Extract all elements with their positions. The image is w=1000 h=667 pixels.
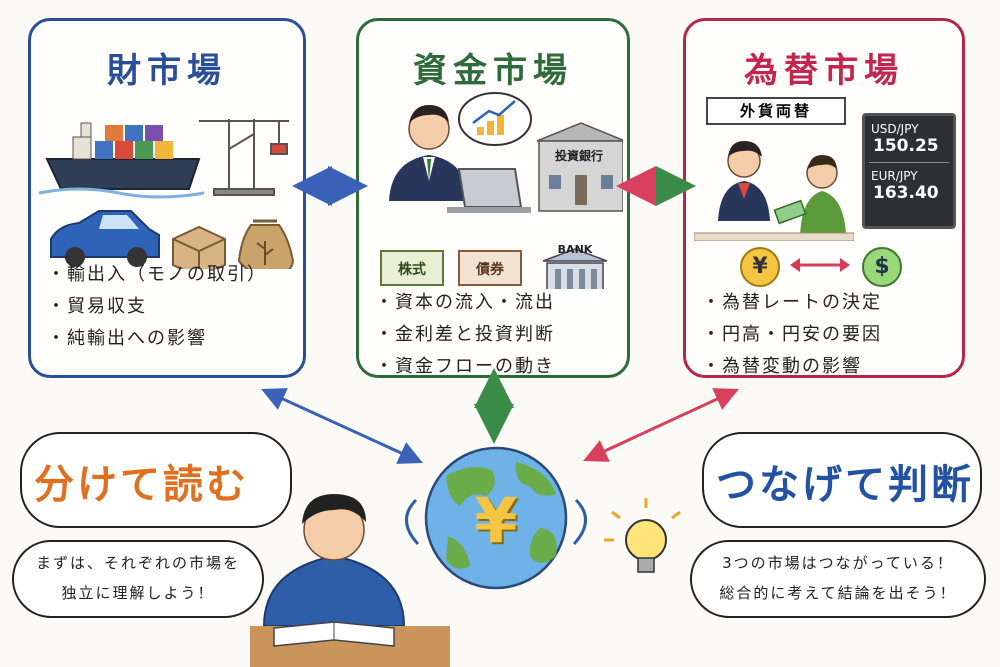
globe-icon	[424, 446, 568, 590]
money-illustration	[380, 92, 623, 289]
customer-icon	[800, 155, 846, 235]
left-note-bubble	[12, 540, 264, 618]
lightbulb-icon	[604, 498, 681, 573]
left-note-line: まずは、それぞれの市場を	[35, 554, 240, 572]
fx-bullet: 円高・円安の要因	[702, 319, 882, 351]
growth-chart-bubble-icon	[458, 92, 532, 146]
fx-market-panel: 為替市場 外貨両替 USD/JPY 150.25 EUR/JPY 163.40 …	[683, 18, 965, 378]
fx-bullet: 為替レートの決定	[702, 287, 882, 319]
grain-sack-icon	[237, 219, 295, 269]
money-bullet: 金利差と投資判断	[375, 319, 555, 351]
right-note: 3つの市場はつながっている！ 総合的に考えて結論を出そう！	[694, 548, 982, 608]
stock-label: 株式	[398, 262, 426, 278]
goods-market-title: 財市場	[107, 51, 227, 91]
goods-bullet-list: 輸出入（モノの取引） 貿易収支 純輸出への影響	[47, 259, 267, 355]
bank-building-icon	[542, 248, 608, 289]
yen-coin-icon: ¥	[740, 247, 780, 287]
clerk-icon	[718, 141, 770, 221]
laptop-icon	[447, 168, 531, 213]
dollar-coin-icon: $	[862, 247, 902, 287]
rate-pair: USD/JPY	[871, 122, 919, 136]
bond-certificate-icon	[458, 250, 522, 286]
right-heading-cloud	[702, 432, 982, 528]
left-heading-cloud	[20, 432, 292, 528]
rate-value: 163.40	[873, 183, 939, 203]
open-notebook-icon	[273, 621, 395, 647]
goods-center-arrow	[261, 388, 423, 464]
left-note: まずは、それぞれの市場を 独立に理解しよう！	[18, 548, 258, 608]
right-note-line: 3つの市場はつながっている！	[722, 554, 954, 572]
goods-bullet: 純輸出への影響	[47, 323, 267, 355]
money-bullet: 資本の流入・流出	[375, 287, 555, 319]
bank-sign: 投資銀行	[554, 149, 603, 163]
exchange-counter-sign: 外貨両替	[706, 97, 846, 125]
investment-bank-building-icon	[536, 122, 623, 212]
stock-certificate-icon	[380, 250, 444, 286]
goods-bullet: 貿易収支	[47, 291, 267, 323]
money-market-panel: 資金市場	[356, 18, 630, 378]
goods-market-panel: 財市場	[28, 18, 306, 378]
money-market-title: 資金市場	[413, 51, 573, 91]
port-crane-icon	[199, 119, 289, 196]
rate-pair: EUR/JPY	[871, 169, 918, 183]
fx-center-arrow	[583, 388, 739, 462]
left-note-line: 独立に理解しよう！	[61, 584, 215, 602]
rate-value: 150.25	[873, 136, 939, 156]
center-yen-symbol: ¥	[474, 484, 518, 557]
bank-label: BANK	[557, 243, 593, 256]
banknote-icon	[773, 199, 807, 225]
fx-market-title: 為替市場	[744, 51, 904, 91]
cargo-ship-icon	[39, 122, 205, 199]
left-heading: 分けて読む	[34, 462, 249, 508]
right-heading: つなげて判断	[716, 462, 974, 508]
bond-label: 債券	[476, 262, 504, 278]
goods-illustration	[39, 119, 295, 269]
rate-board: USD/JPY 150.25 EUR/JPY 163.40	[862, 113, 956, 229]
cycle-arrow-icon	[405, 498, 587, 546]
goods-bullet: 輸出入（モノの取引）	[47, 259, 267, 291]
businessman-icon	[389, 105, 469, 201]
fx-bullet-list: 為替レートの決定 円高・円安の要因 為替変動の影響	[702, 287, 882, 383]
exchange-counter-illustration	[694, 141, 854, 241]
exchange-double-arrow-icon	[790, 258, 850, 272]
right-note-bubble	[690, 540, 986, 618]
right-note-line: 総合的に考えて結論を出そう！	[719, 584, 957, 602]
fx-bullet: 為替変動の影響	[702, 351, 882, 383]
